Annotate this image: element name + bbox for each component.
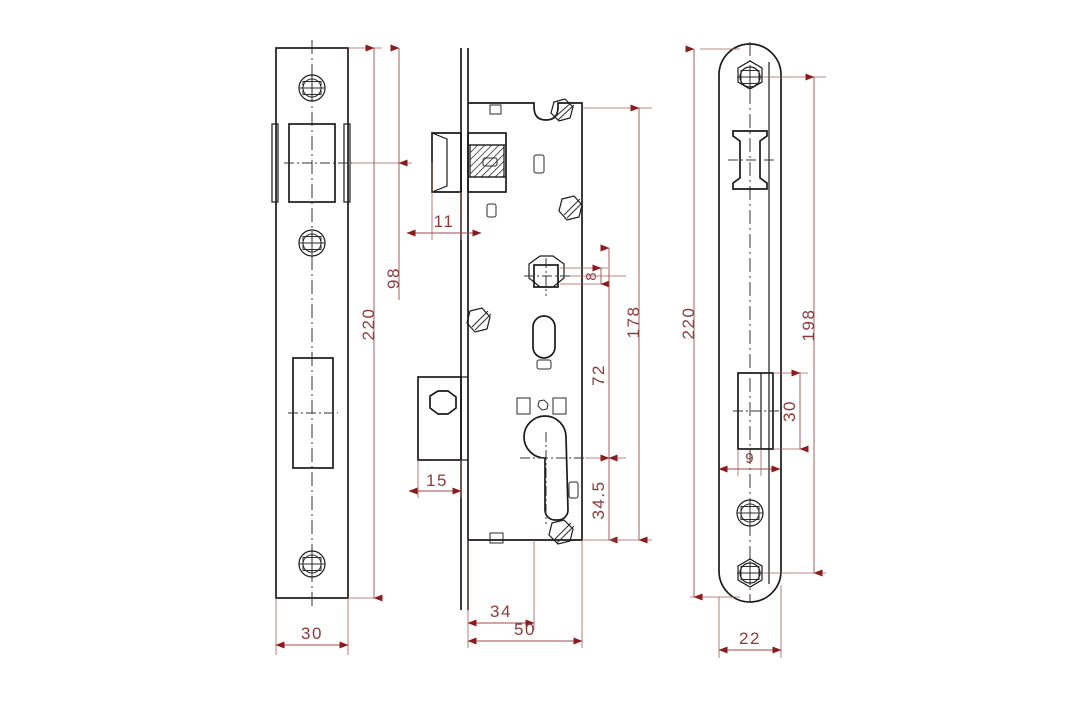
deadbolt-head: [417, 376, 462, 461]
case-slot-right-upper: [533, 154, 545, 174]
dim-left-98: 98: [384, 267, 403, 289]
forend-deadbolt-aperture: [733, 372, 780, 450]
case-slot-row: [516, 397, 567, 415]
latch-bolt-body: [467, 132, 507, 193]
strike-plate-latch-aperture: [271, 123, 352, 203]
case-slot-left-upper: [482, 157, 498, 167]
forend-screw-top: [737, 60, 763, 90]
strike-plate-screw-middle: [298, 229, 326, 257]
dim-mid-34-5: 34.5: [589, 480, 608, 519]
dim-mid-178: 178: [624, 306, 643, 339]
deadbolt-assembly: [417, 376, 468, 461]
dimensions-middle-view: 11 15 8 72 34.5 178 34 50: [406, 104, 652, 648]
strike-plate-deadbolt-aperture: [288, 357, 338, 469]
view-right-forend: [718, 42, 782, 603]
view-left-strike-plate: [271, 40, 352, 610]
dimensions-left-view: 220 98 30: [275, 44, 412, 655]
latch-bolt-assembly: [431, 132, 507, 193]
lock-case-screw-top: [550, 98, 575, 122]
cylinder-fixing-screw: [548, 519, 575, 545]
dim-mid-11: 11: [434, 212, 455, 231]
dim-mid-50: 50: [514, 620, 536, 639]
cylinder-profile-path: [523, 415, 569, 521]
strike-plate-screw-upper: [298, 74, 326, 102]
dim-mid-34: 34: [490, 602, 512, 621]
dim-right-220: 220: [679, 307, 698, 340]
strike-plate-screw-lower: [298, 550, 326, 578]
euro-cylinder-cutout: [520, 415, 585, 524]
dim-left-220: 220: [359, 308, 378, 341]
latch-bolt-section-hatch: [469, 144, 505, 178]
dim-mid-15: 15: [426, 471, 448, 490]
dim-mid-72: 72: [589, 364, 608, 386]
lock-case-screw-left: [466, 307, 492, 333]
dim-right-9: 9: [745, 450, 755, 467]
spindle-hole: [524, 255, 570, 296]
dim-left-30: 30: [301, 624, 323, 643]
forend-outline: [718, 43, 782, 603]
forend-screw-bottom: [737, 558, 763, 588]
case-slot-top: [489, 104, 502, 115]
deadbolt-hub-hole: [429, 390, 457, 415]
latch-bolt-bevel: [431, 132, 448, 193]
view-middle-lock-case: [417, 48, 585, 610]
case-slot-left-mid: [486, 203, 497, 218]
case-slot-bottom: [489, 532, 504, 544]
dim-right-30: 30: [780, 400, 799, 422]
follower-oval-cutout: [532, 315, 556, 370]
lock-case-screw-middle: [558, 195, 584, 221]
dim-right-198: 198: [799, 309, 818, 342]
forend-latch-aperture: [728, 130, 775, 190]
dimensions-right-view: 220 198 30 9 22: [679, 45, 826, 658]
case-slot-cylinder-side: [568, 481, 579, 499]
forend-screw-mid-lower: [736, 499, 764, 527]
lock-case-outline: [468, 102, 583, 541]
dim-right-22: 22: [739, 629, 761, 648]
